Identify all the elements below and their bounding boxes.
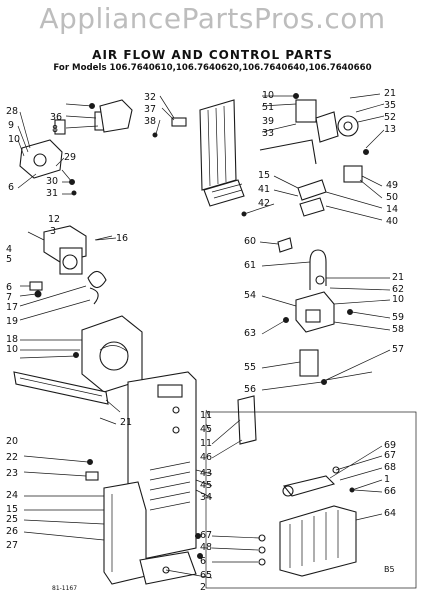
- callout-43: 43: [200, 468, 212, 479]
- model-list: For Models 106.7640610,106.7640620,106.7…: [53, 63, 372, 73]
- callout-8: 8: [52, 124, 58, 135]
- callout-10: 10: [262, 90, 274, 101]
- callout-26: 26: [6, 526, 18, 537]
- callout-27: 27: [6, 540, 18, 551]
- callout-68: 68: [384, 462, 396, 473]
- callout-1: 1: [384, 474, 390, 485]
- callout-6: 6: [200, 556, 206, 567]
- callout-4: 4: [6, 244, 12, 255]
- callout-62: 62: [392, 284, 404, 295]
- callout-9: 9: [8, 120, 14, 131]
- callout-65: 65: [200, 570, 212, 581]
- callout-19: 19: [6, 316, 18, 327]
- thermostat-assembly: [259, 93, 369, 217]
- callout-15: 15: [6, 504, 18, 515]
- callout-7: 7: [6, 292, 12, 303]
- callout-38: 38: [144, 116, 156, 127]
- callout-67: 67: [384, 450, 396, 461]
- callout-56: 56: [244, 384, 256, 395]
- callout-66: 66: [384, 486, 396, 497]
- callout-45: 45: [200, 424, 212, 435]
- callout-22: 22: [6, 452, 18, 463]
- callout-61: 61: [244, 260, 256, 271]
- callout-21: 21: [392, 272, 404, 283]
- callout-25: 25: [6, 514, 18, 525]
- callout-64: 64: [384, 508, 396, 519]
- corner-mark: B5: [384, 565, 395, 574]
- callout-11: 11: [200, 410, 212, 421]
- callout-35: 35: [384, 100, 396, 111]
- callout-34: 34: [200, 492, 212, 503]
- callout-31: 31: [46, 188, 58, 199]
- watermark: AppliancePartsPros.com: [39, 2, 386, 35]
- air-duct: [13, 371, 117, 425]
- callout-21: 21: [384, 88, 396, 99]
- leader-lines: [17, 93, 391, 579]
- callout-45: 45: [200, 480, 212, 491]
- side-duct-channel: [103, 481, 147, 585]
- callout-39: 39: [262, 116, 274, 127]
- callout-48: 48: [200, 542, 212, 553]
- callout-14: 14: [386, 204, 398, 215]
- drawing-code: 81-1167: [52, 585, 77, 592]
- callout-50: 50: [386, 192, 398, 203]
- callout-28: 28: [6, 106, 18, 117]
- callout-40: 40: [386, 216, 398, 227]
- callout-41: 41: [258, 184, 270, 195]
- callout-69: 69: [384, 440, 396, 451]
- callout-12: 12: [48, 214, 60, 225]
- light-switch-assembly: [277, 237, 373, 385]
- callout-37: 37: [144, 104, 156, 115]
- callout-21: 21: [120, 417, 132, 428]
- callout-5: 5: [6, 254, 12, 265]
- callout-labels: 2891036832373862930311231645671719181020…: [6, 88, 404, 593]
- callout-2: 2: [200, 582, 206, 593]
- callout-6: 6: [6, 282, 12, 293]
- callout-33: 33: [262, 128, 274, 139]
- callout-13: 13: [384, 124, 396, 135]
- callout-63: 63: [244, 328, 256, 339]
- callout-36: 36: [50, 112, 62, 123]
- callout-52: 52: [384, 112, 396, 123]
- callout-29: 29: [64, 152, 76, 163]
- callout-54: 54: [244, 290, 256, 301]
- callout-3: 3: [50, 226, 56, 237]
- callout-59: 59: [392, 312, 404, 323]
- callout-20: 20: [6, 436, 18, 447]
- callout-60: 60: [244, 236, 256, 247]
- callout-16: 16: [116, 233, 128, 244]
- callout-30: 30: [46, 176, 58, 187]
- callout-15: 15: [258, 170, 270, 181]
- callout-46: 46: [200, 452, 212, 463]
- fan-shroud: [73, 315, 143, 393]
- diagram-title: AIR FLOW AND CONTROL PARTS: [92, 48, 333, 62]
- callout-10: 10: [6, 344, 18, 355]
- callout-32: 32: [144, 92, 156, 103]
- control-housing-panel: [127, 371, 257, 561]
- callout-67: 67: [200, 530, 212, 541]
- fan-motor-assembly: [29, 225, 113, 305]
- callout-23: 23: [6, 468, 18, 479]
- callout-11: 11: [200, 438, 212, 449]
- callout-55: 55: [244, 362, 256, 373]
- callout-24: 24: [6, 490, 18, 501]
- callout-18: 18: [6, 334, 18, 345]
- callout-10: 10: [392, 294, 404, 305]
- callout-51: 51: [262, 102, 274, 113]
- callout-6: 6: [8, 182, 14, 193]
- callout-10: 10: [8, 134, 20, 145]
- air-diffuser-assembly: [205, 411, 417, 589]
- lower-hardware: [85, 459, 203, 585]
- callout-17: 17: [6, 302, 18, 313]
- damper-control-assembly: [19, 99, 187, 196]
- louvre-grille: [199, 99, 247, 217]
- callout-42: 42: [258, 198, 270, 209]
- callout-57: 57: [392, 344, 404, 355]
- callout-58: 58: [392, 324, 404, 335]
- callout-49: 49: [386, 180, 398, 191]
